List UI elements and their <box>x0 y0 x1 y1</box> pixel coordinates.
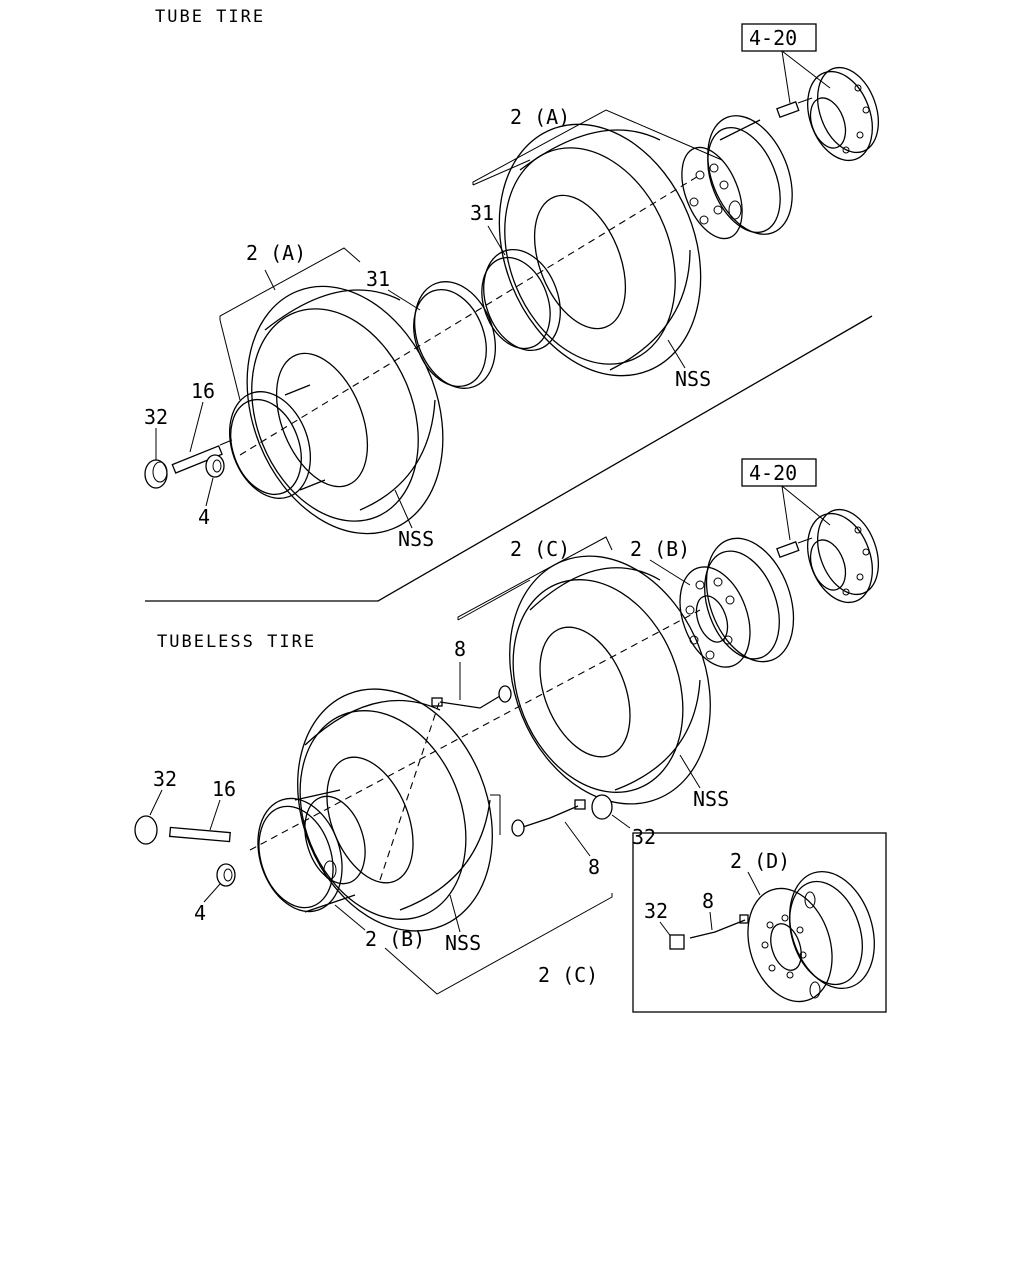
ref-box-bottom <box>741 458 817 487</box>
leader-nss-bottom <box>449 894 461 933</box>
label-tube-2a-lower: 2 (A) <box>246 241 306 265</box>
tube-tire-title: TUBE TIRE <box>155 7 265 27</box>
tube-valve-stem <box>171 439 233 474</box>
inset-wheel-2d <box>747 870 875 1003</box>
tubeless-wheel-rear <box>679 537 795 668</box>
label-tl-2c-top: 2 (C) <box>510 537 570 561</box>
inset-valve-cap <box>669 934 685 950</box>
axis-line-tubeless <box>249 609 701 851</box>
label-tl-8-top: 8 <box>454 637 466 661</box>
bracket-2c-top <box>457 536 613 620</box>
leader-inset-8 <box>709 911 713 931</box>
leader-8-right <box>564 821 591 857</box>
tubeless-wheel-front <box>257 789 366 913</box>
label-tube-4: 4 <box>198 505 210 529</box>
ref-4-20-top-label: 4-20 <box>749 26 797 50</box>
label-tube-nss-lower: NSS <box>398 527 434 551</box>
label-tube-2a-upper: 2 (A) <box>510 105 570 129</box>
label-tl-nss-right: NSS <box>693 787 729 811</box>
ref-4-20-bottom-label: 4-20 <box>749 461 797 485</box>
axis-line-tube <box>239 174 701 456</box>
leader-4-20-hub-b <box>781 485 831 526</box>
wheel-stud-bottom <box>776 537 813 559</box>
label-tube-32: 32 <box>144 405 168 429</box>
valve-extension-right <box>511 799 586 837</box>
label-tl-8-right: 8 <box>588 855 600 879</box>
tube-wheel-rim-front <box>228 384 326 499</box>
bracket-2a-lower <box>219 247 361 320</box>
leader-2b-top <box>649 559 691 586</box>
leader-nss-upper <box>667 339 686 369</box>
hub-top <box>807 66 879 162</box>
tube-valve-nut <box>205 454 225 478</box>
inset-valve-extension <box>689 914 749 939</box>
tubeless-tire-title: TUBELESS TIRE <box>157 632 316 652</box>
bracket-2a-upper <box>472 109 723 185</box>
leader-4-20-stud-b <box>781 485 791 541</box>
leader-4-20-hub <box>781 50 831 89</box>
leader-2b-bottom <box>334 904 366 931</box>
inset-box <box>632 832 887 1013</box>
section-divider <box>145 315 873 602</box>
tubeless-valve-cap-right <box>591 794 613 820</box>
leader-2d <box>747 871 761 896</box>
leader-4-20-stud <box>781 50 791 104</box>
flap-ring-upper <box>481 248 561 352</box>
leader-nss-right <box>679 754 701 789</box>
valve-dash-line <box>379 699 441 881</box>
leader-4-tl <box>203 883 221 903</box>
label-tl-32-right: 32 <box>632 825 656 849</box>
label-tube-16: 16 <box>191 379 215 403</box>
leader-16-tube <box>189 401 204 453</box>
label-inset-2d: 2 (D) <box>730 849 790 873</box>
label-tube-31-upper: 31 <box>470 201 494 225</box>
wheel-stud-top <box>776 97 813 119</box>
leader-31-lower <box>387 289 421 311</box>
label-tl-32-left: 32 <box>153 767 177 791</box>
leader-nss-lower <box>394 489 413 529</box>
label-tl-2b-top: 2 (B) <box>630 537 690 561</box>
label-inset-8: 8 <box>702 889 714 913</box>
valve-extension-top <box>431 685 512 709</box>
label-tl-4: 4 <box>194 901 206 925</box>
tube-valve-cap <box>144 459 168 489</box>
tube-wheel-rim-rear <box>681 115 793 240</box>
flap-ring-lower <box>413 281 497 389</box>
tubeless-valve-stem <box>168 826 231 843</box>
hub-bottom <box>807 508 879 604</box>
label-tube-31-lower: 31 <box>366 267 390 291</box>
leader-4-tube <box>205 477 214 507</box>
leader-31-upper <box>487 225 506 256</box>
label-tl-nss-bottom: NSS <box>445 931 481 955</box>
leader-32-left <box>149 789 163 816</box>
label-tl-2c-bottom: 2 (C) <box>538 963 598 987</box>
tubeless-valve-nut <box>216 863 236 887</box>
leader-32-right <box>611 814 631 829</box>
label-tl-16: 16 <box>212 777 236 801</box>
leader-16-tl <box>209 799 221 831</box>
label-tube-nss-upper: NSS <box>675 367 711 391</box>
tube-tire-front <box>246 285 444 535</box>
tubeless-valve-cap-left <box>134 815 158 845</box>
label-inset-32: 32 <box>644 899 668 923</box>
tube-tire-rear <box>498 123 702 377</box>
ref-box-top <box>741 23 817 52</box>
bracket-2c-bottom <box>384 893 613 995</box>
label-tl-2b-bottom: 2 (B) <box>365 927 425 951</box>
